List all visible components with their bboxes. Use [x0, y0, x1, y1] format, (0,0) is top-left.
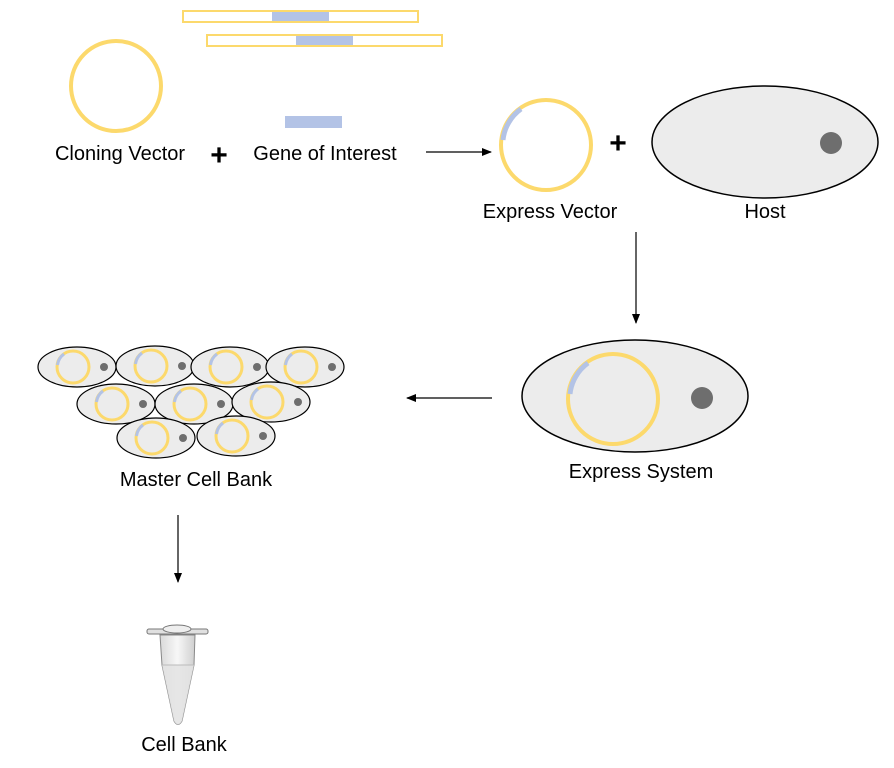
- bank-cell-9: [196, 415, 276, 457]
- plus-sign-1: +: [210, 139, 228, 172]
- host-cell: [651, 85, 879, 199]
- bank-cell-3: [190, 346, 270, 388]
- express-system-cell: [521, 339, 749, 453]
- dna-fragment-2: [206, 34, 443, 47]
- bank-cell-5: [76, 383, 156, 425]
- bank-cell-8: [116, 417, 196, 459]
- express-system-nucleus: [691, 387, 713, 409]
- microcentrifuge-tube-icon: [146, 624, 209, 725]
- plus-sign-2: +: [609, 127, 627, 160]
- express-vector-label: Express Vector: [483, 201, 618, 223]
- cell-bank-label: Cell Bank: [141, 734, 228, 756]
- master-cell-bank-label: Master Cell Bank: [120, 469, 273, 491]
- master-cell-bank-cluster: [37, 345, 345, 459]
- host-label: Host: [744, 201, 786, 223]
- bank-cell-7: [231, 381, 311, 423]
- bank-cell-2: [115, 345, 195, 387]
- cloning-vector-label: Cloning Vector: [55, 143, 185, 165]
- host-nucleus: [820, 132, 842, 154]
- bank-cell-1: [37, 346, 117, 388]
- gene-of-interest-label: Gene of Interest: [253, 143, 397, 165]
- cloning-vector-plasmid: [69, 39, 163, 133]
- dna-fragment-1: [182, 10, 419, 23]
- bank-cell-4: [265, 346, 345, 388]
- gene-of-interest-segment: [285, 116, 342, 128]
- express-vector-plasmid: [499, 98, 593, 192]
- express-system-label: Express System: [569, 461, 713, 483]
